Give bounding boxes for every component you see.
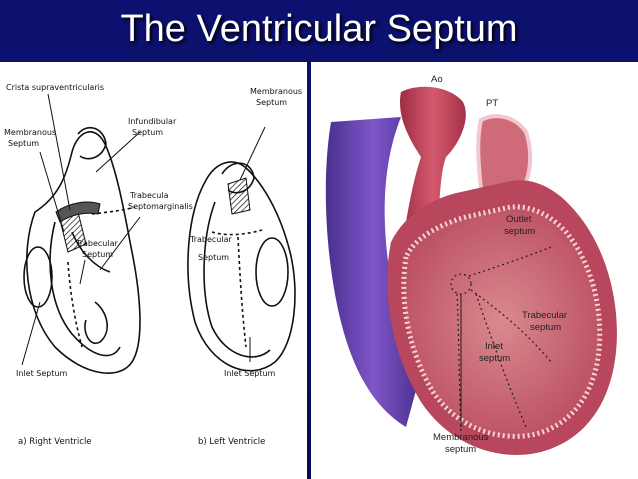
rv-dashed-2 xyxy=(91,206,136,215)
caption-right-ventricle: a) Right Ventricle xyxy=(18,437,92,447)
caption-left-ventricle: b) Left Ventricle xyxy=(198,437,265,447)
rv-outline xyxy=(26,131,141,374)
label-trabecular-2: septum xyxy=(530,322,561,333)
line-drawing-panel: Crista supraventricularis Membranous Sep… xyxy=(0,62,307,479)
label-crista: Crista supraventricularis xyxy=(6,83,104,92)
label-infundibular-2: Septum xyxy=(132,128,163,137)
heart-septum-illustration: Ao PT Outlet septum Trabecular septum In… xyxy=(325,74,617,455)
ventricle-cavity xyxy=(401,204,603,439)
rv-loop xyxy=(84,301,108,345)
label-rv-membranous-1: Membranous xyxy=(4,128,56,137)
trabecular-boundary xyxy=(470,289,552,363)
label-lv-trabecular-1: Trabecular xyxy=(189,235,232,244)
label-lv-trabecular-2: Septum xyxy=(198,253,229,262)
label-trabecula-1: Trabecula xyxy=(129,191,169,200)
label-rv-trabecular-1: Trabecular xyxy=(75,239,118,248)
label-membranous-1: Membranous xyxy=(433,432,489,443)
label-inlet-1: Inlet xyxy=(485,341,503,352)
rv-dashed-1 xyxy=(67,261,83,348)
lv-dashed-1 xyxy=(211,229,263,236)
label-inlet-2: septum xyxy=(479,353,510,364)
rv-inner-wall xyxy=(49,221,121,357)
label-outlet-1: Outlet xyxy=(506,214,532,225)
leader-rv-trabecular xyxy=(79,259,86,285)
pulmonary-trunk xyxy=(476,114,533,195)
leader-lv-membranous xyxy=(239,126,266,181)
label-lv-inlet: Inlet Septum xyxy=(224,369,276,378)
leader-rv-membranous xyxy=(39,151,65,233)
leader-infundibular xyxy=(95,131,141,173)
label-ao: Ao xyxy=(431,74,443,85)
rv-crista-band xyxy=(55,201,101,223)
leader-rv-inlet xyxy=(21,301,41,366)
label-lv-membranous-1: Membranous xyxy=(250,87,302,96)
ventricle-line-drawings: Crista supraventricularis Membranous Sep… xyxy=(4,83,302,447)
label-rv-inlet: Inlet Septum xyxy=(16,369,68,378)
aorta xyxy=(400,86,466,227)
label-outlet-2: septum xyxy=(504,226,535,237)
leader-crista xyxy=(47,93,71,211)
lv-outline xyxy=(187,161,296,372)
label-trabecular-1: Trabecular xyxy=(522,310,567,321)
vena-cava xyxy=(325,117,421,427)
label-pt: PT xyxy=(486,98,498,109)
anatomy-illustration-panel: Ao PT Outlet septum Trabecular septum In… xyxy=(311,62,638,479)
lv-membranous-hatch xyxy=(227,177,251,215)
lv-inlet-valve xyxy=(255,237,289,307)
label-membranous-2: septum xyxy=(445,444,476,455)
label-rv-trabecular-2: Septum xyxy=(82,250,113,259)
rv-inlet-valve xyxy=(23,246,53,308)
label-infundibular-1: Infundibular xyxy=(128,117,177,126)
label-rv-membranous-2: Septum xyxy=(8,139,39,148)
label-trabecula-2: Septomarginalis xyxy=(128,202,193,211)
lv-inner-wall xyxy=(203,201,271,358)
rv-outflow-tube xyxy=(77,126,107,160)
lv-dashed-2 xyxy=(237,236,247,348)
label-lv-membranous-2: Septum xyxy=(256,98,287,107)
slide-title: The Ventricular Septum xyxy=(120,8,518,50)
leader-trabecula xyxy=(99,216,141,271)
